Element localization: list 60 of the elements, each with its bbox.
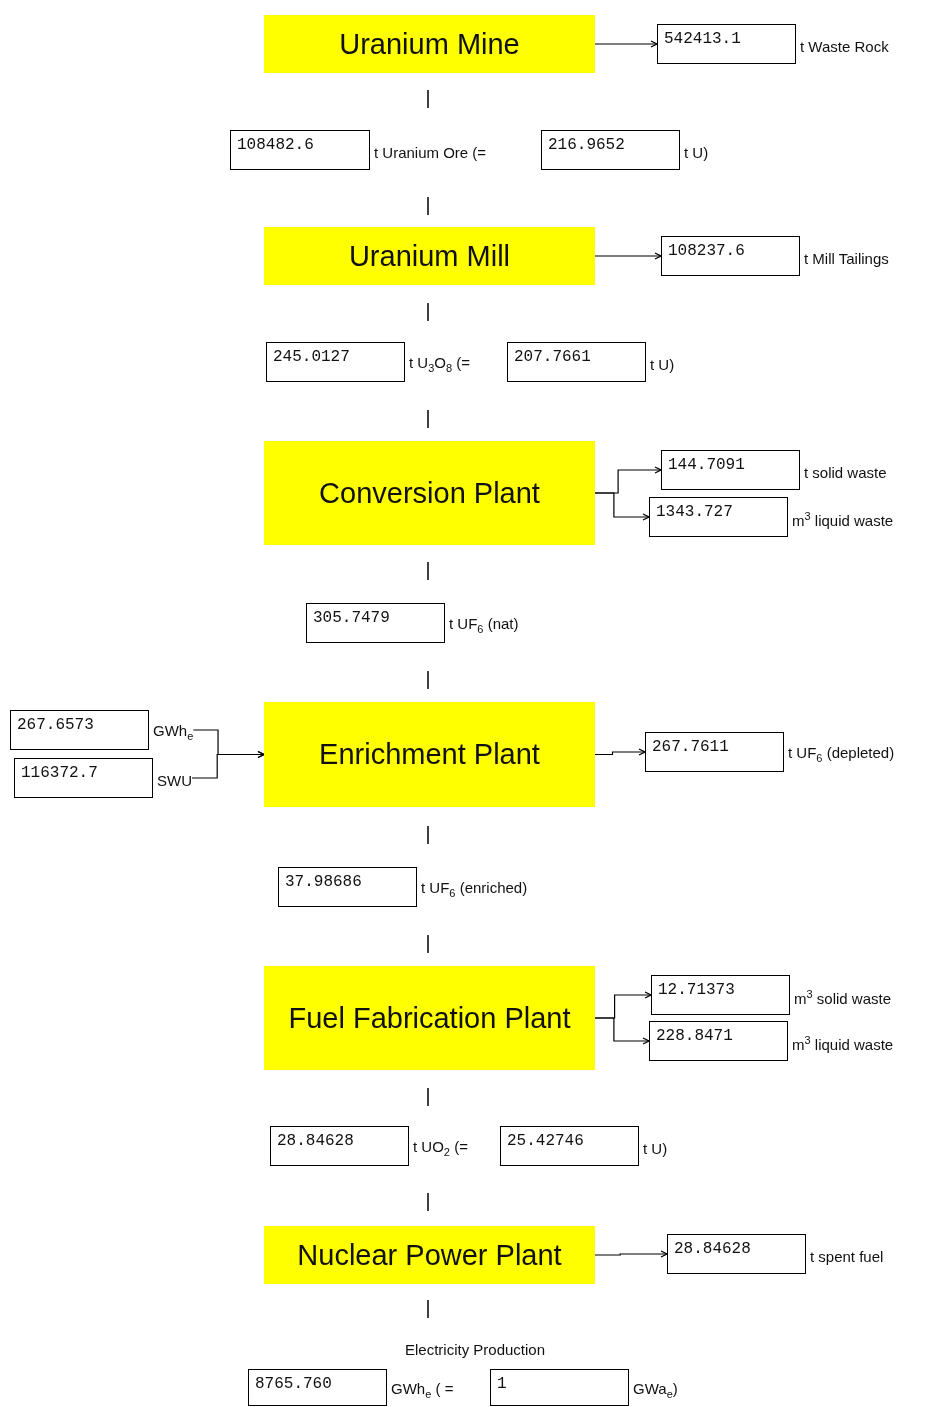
value-field: 12.71373 bbox=[651, 975, 790, 1015]
process-box bbox=[264, 702, 595, 807]
value-field: 8765.760 bbox=[248, 1369, 387, 1406]
arrow bbox=[191, 750, 265, 779]
process-label: Conversion Plant bbox=[319, 476, 540, 510]
value-field: 37.98686 bbox=[278, 867, 417, 907]
value-field: 1 bbox=[490, 1369, 629, 1406]
unit-label: GWa$_{e}$) bbox=[633, 1378, 678, 1400]
value-field: 28.84628 bbox=[667, 1234, 806, 1274]
value-field: 542413.1 bbox=[657, 24, 796, 64]
unit-label: t Mill Tailings bbox=[804, 248, 889, 267]
value-field: 267.7611 bbox=[645, 732, 784, 772]
unit-label: SWU bbox=[157, 770, 192, 789]
value-field: 25.42746 bbox=[500, 1126, 639, 1166]
value-field: 108237.6 bbox=[661, 236, 800, 276]
value-field: 144.7091 bbox=[661, 450, 800, 490]
arrow bbox=[594, 1250, 668, 1258]
value-field: 245.0127 bbox=[266, 342, 405, 382]
unit-label: m$^{3}$ solid waste bbox=[794, 986, 891, 1007]
unit-label: t Waste Rock bbox=[800, 36, 889, 55]
process-label: Uranium Mine bbox=[339, 27, 520, 61]
process-box bbox=[264, 1226, 595, 1284]
unit-label: GWh$_{e}$ ( = bbox=[391, 1378, 454, 1400]
unit-label: m$^{3}$ liquid waste bbox=[792, 508, 894, 529]
value-field: 228.8471 bbox=[649, 1021, 788, 1061]
arrow bbox=[594, 252, 662, 260]
unit-label: GWh$_{e}$ bbox=[153, 721, 194, 742]
value-field: 28.84628 bbox=[270, 1126, 409, 1166]
value-field: 1343.727 bbox=[649, 497, 788, 537]
value-field: 305.7479 bbox=[306, 603, 445, 643]
unit-label: t U) bbox=[650, 354, 675, 373]
unit-label: t UF$_{6}$ (nat) bbox=[449, 614, 519, 635]
arrow bbox=[594, 40, 658, 48]
process-box bbox=[264, 227, 595, 285]
value-field: 116372.7 bbox=[14, 758, 153, 798]
section-note: Electricity Production bbox=[403, 1341, 547, 1358]
value-field: 216.9652 bbox=[541, 130, 680, 170]
arrow bbox=[594, 1017, 650, 1045]
process-box bbox=[264, 441, 595, 545]
process-box bbox=[264, 15, 595, 73]
unit-label: t Uranium Ore (= bbox=[374, 142, 487, 161]
arrow bbox=[594, 492, 650, 521]
unit-label: t solid waste bbox=[804, 462, 887, 481]
process-label: Fuel Fabrication Plant bbox=[288, 1001, 571, 1035]
process-box bbox=[264, 966, 595, 1070]
arrow bbox=[594, 748, 646, 756]
unit-label: t UF$_{6}$ (enriched) bbox=[421, 878, 528, 899]
unit-label: t U) bbox=[684, 142, 709, 161]
unit-label: t U$_{3}$O$_{8}$ (= bbox=[409, 353, 471, 374]
process-label: Uranium Mill bbox=[348, 239, 511, 273]
process-label: Nuclear Power Plant bbox=[297, 1238, 562, 1272]
value-field: 108482.6 bbox=[230, 130, 370, 170]
value-field: 267.6573 bbox=[10, 710, 149, 750]
unit-label: t UO$_{2}$ (= bbox=[413, 1137, 468, 1158]
unit-label: m$^{3}$ liquid waste bbox=[792, 1032, 894, 1053]
process-label: Enrichment Plant bbox=[319, 738, 540, 771]
unit-label: t U) bbox=[643, 1138, 668, 1157]
value-field: 207.7661 bbox=[507, 342, 646, 382]
unit-label: t UF$_{6}$ (depleted) bbox=[788, 743, 895, 764]
unit-label: t spent fuel bbox=[810, 1246, 884, 1265]
